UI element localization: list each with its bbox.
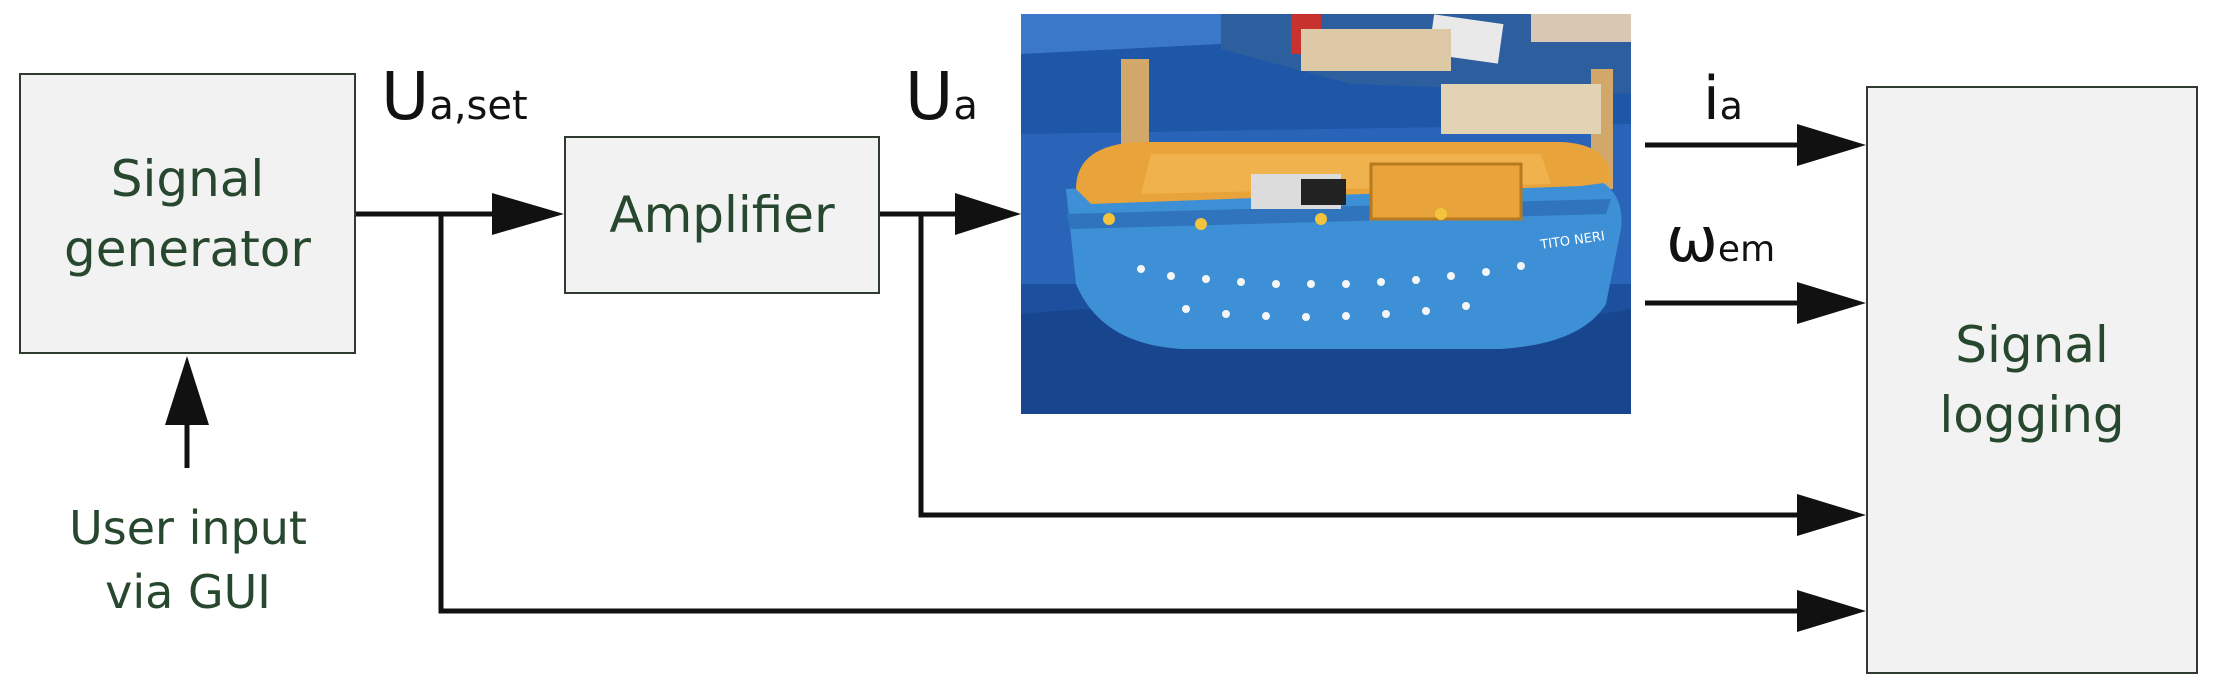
arrowhead-boat bbox=[955, 193, 1021, 235]
ua-set-tap-line bbox=[438, 214, 1810, 614]
model-boat-photo: TITO NERI bbox=[1021, 14, 1631, 414]
omega-em-label: ωem bbox=[1666, 203, 1776, 276]
arrowhead-amplifier bbox=[492, 193, 564, 235]
signal-generator-label: Signal generator bbox=[64, 149, 311, 278]
arrowhead-logging-ua bbox=[1797, 494, 1866, 536]
ia-label: ia bbox=[1703, 64, 1743, 134]
arrowhead-logging-ia bbox=[1797, 124, 1866, 166]
arrowhead-generator bbox=[165, 356, 209, 425]
user-input-label: User input via GUI bbox=[69, 501, 307, 620]
amplifier-label: Amplifier bbox=[609, 186, 835, 244]
signal-generator-block: Signal generator bbox=[19, 73, 356, 354]
signal-logging-block: Signal logging bbox=[1866, 86, 2198, 674]
arrowhead-logging-ua-set bbox=[1797, 590, 1866, 632]
ua-set-label: Ua,set bbox=[381, 58, 528, 135]
ua-label: Ua bbox=[905, 58, 978, 135]
amplifier-block: Amplifier bbox=[564, 136, 880, 294]
signal-logging-label: Signal logging bbox=[1939, 316, 2125, 444]
arrowhead-logging-omega bbox=[1797, 282, 1866, 324]
ua-tap-line bbox=[918, 214, 1810, 518]
boat-illustration: TITO NERI bbox=[1021, 14, 1631, 414]
